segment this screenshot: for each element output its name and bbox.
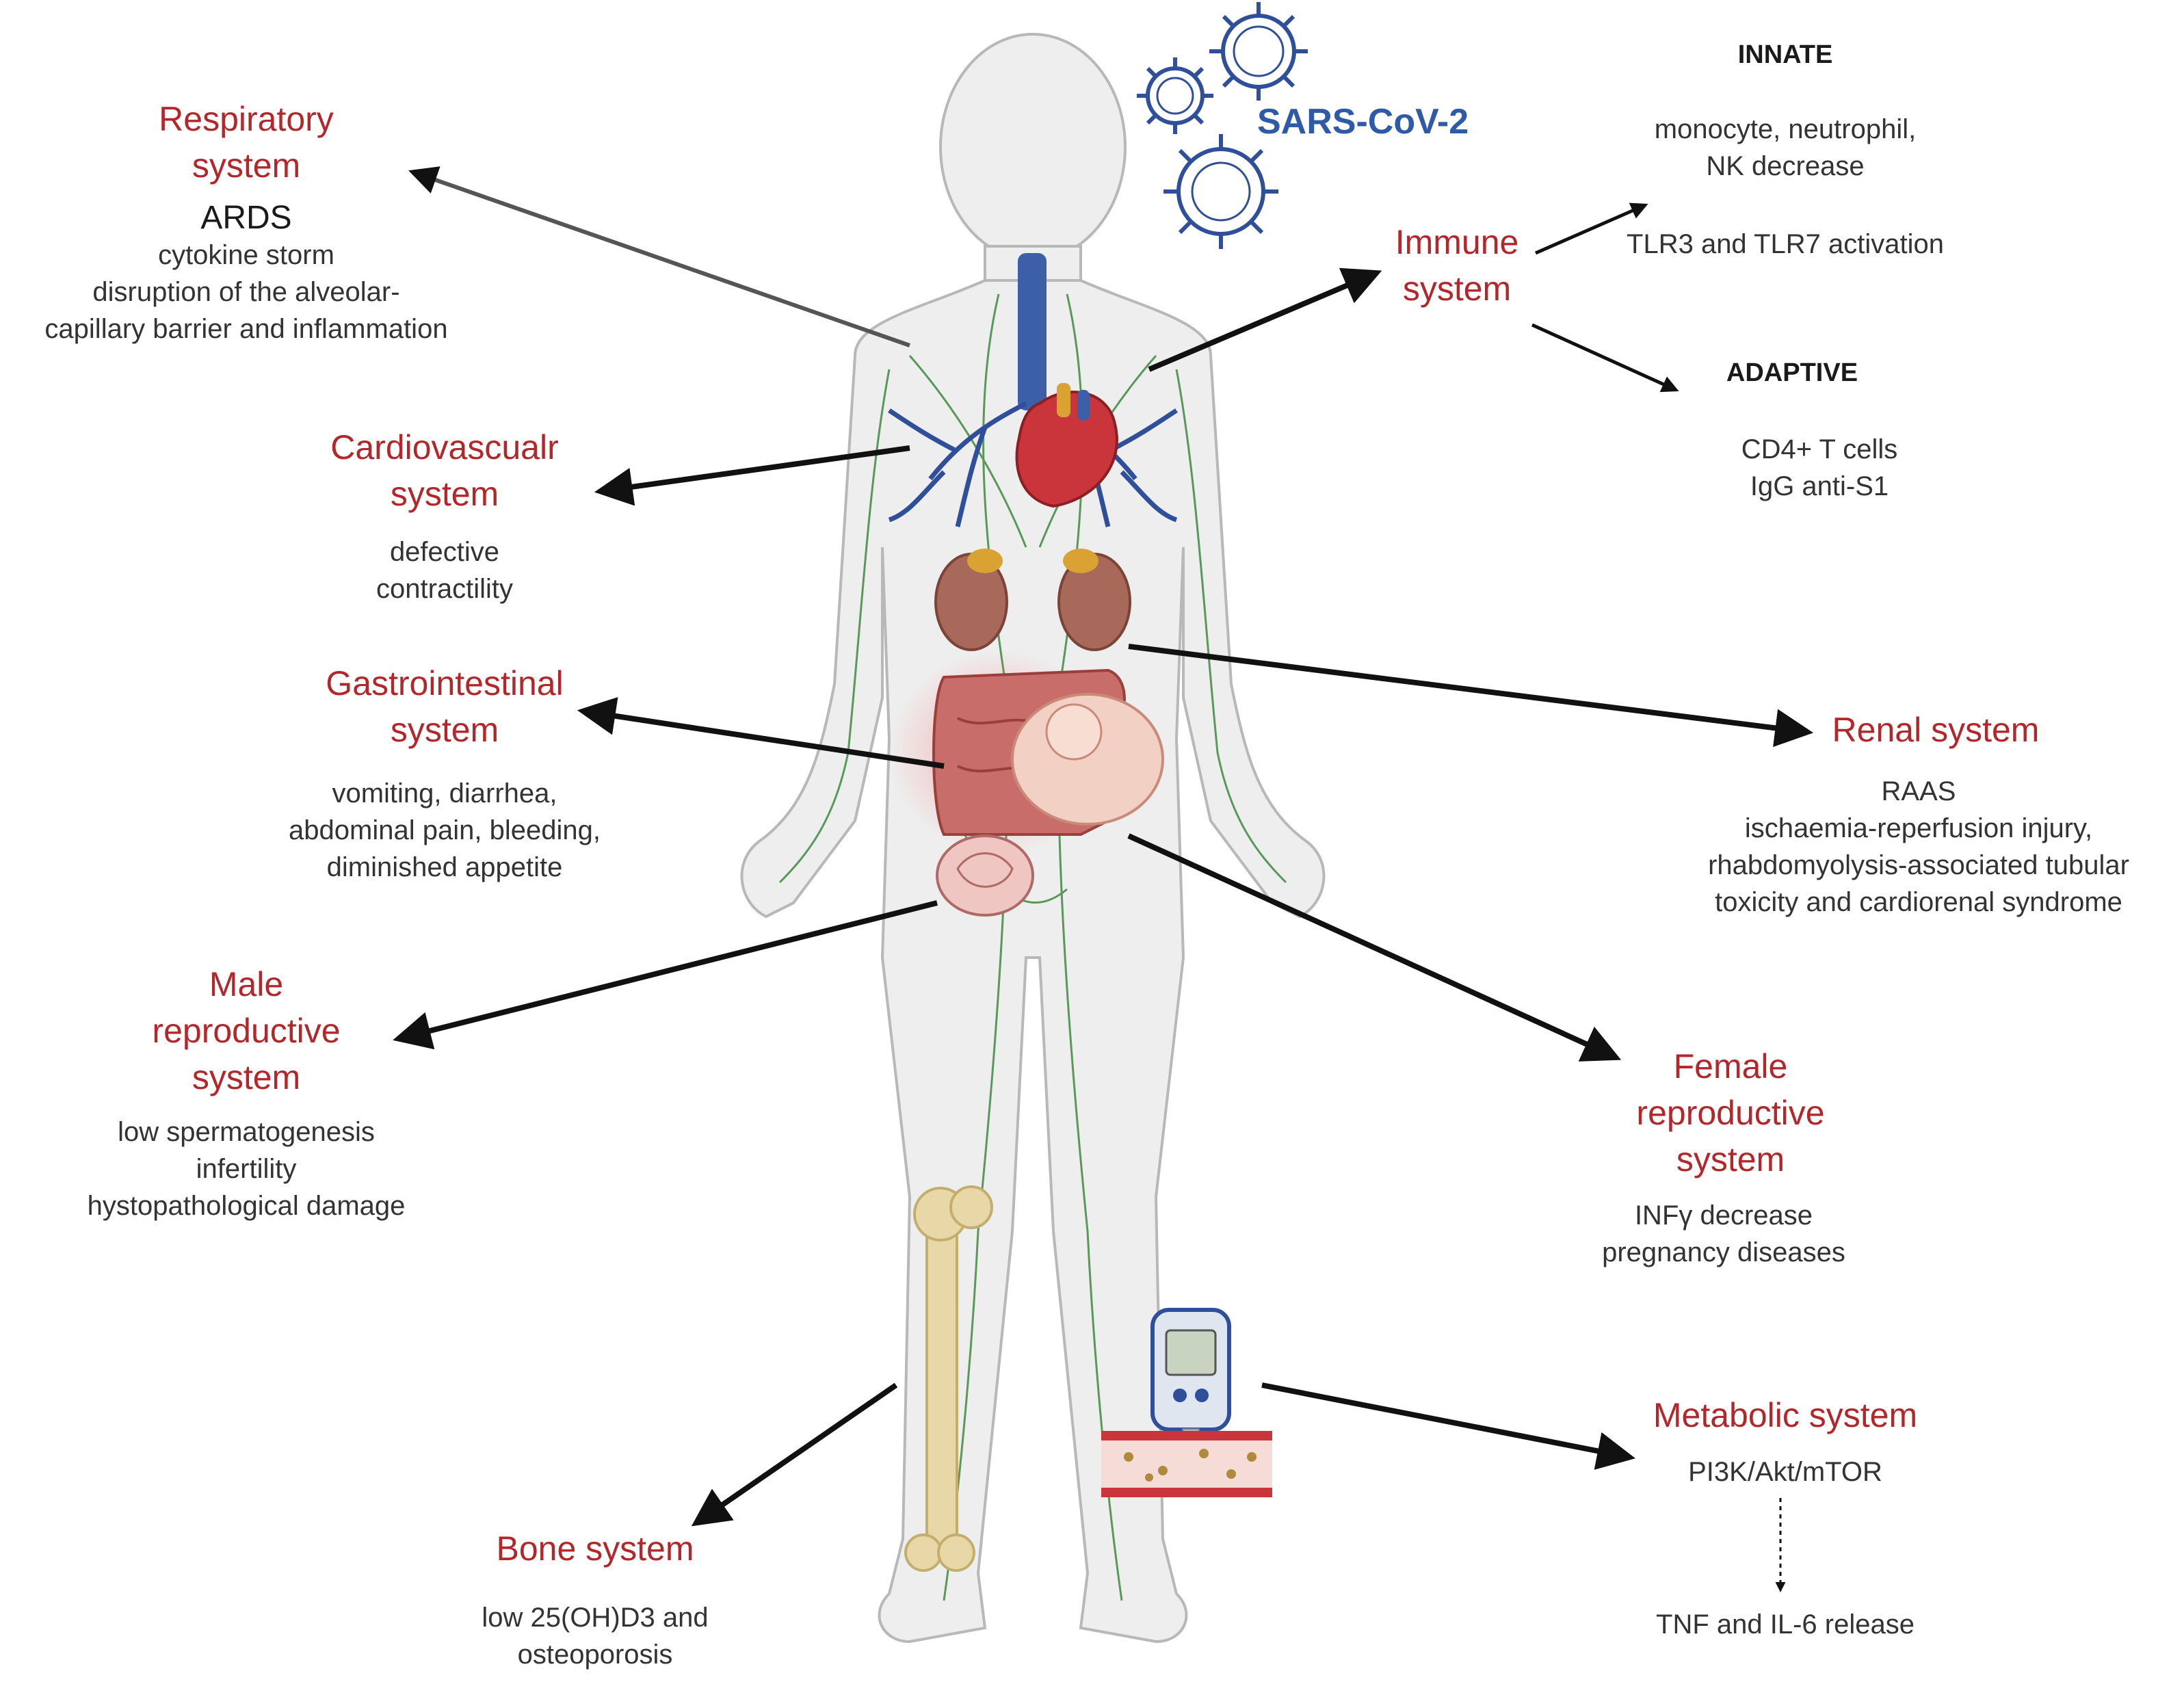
gastrointestinal-line: diminished appetite	[326, 852, 563, 882]
respiratory-line: capillary barrier and inflammation	[44, 314, 448, 344]
renal-line: ischaemia-reperfusion injury,	[1744, 813, 2093, 843]
respiratory-title-line: Respiratory	[159, 100, 334, 138]
virus-icon	[1137, 2, 1308, 249]
female-title-line: system	[1676, 1140, 1785, 1179]
arrows	[393, 166, 1814, 1592]
male-line: hystopathological damage	[87, 1191, 406, 1221]
renal-line: toxicity and cardiorenal syndrome	[1715, 887, 2122, 917]
arrow-immune	[1148, 267, 1382, 372]
glucometer-icon	[1150, 1308, 1231, 1458]
cardiovascular-line: contractility	[376, 574, 514, 604]
arrow-bone	[691, 1382, 898, 1527]
female-title-line: Female	[1673, 1047, 1788, 1086]
renal-title-line: Renal system	[1832, 711, 2040, 749]
male-title-line: system	[192, 1058, 301, 1096]
respiratory-line: ARDS	[200, 200, 292, 236]
male-title-line: reproductive	[152, 1012, 341, 1050]
respiratory-line: cytokine storm	[158, 240, 334, 270]
arrow-metabolic	[1261, 1382, 1635, 1470]
arrow-male	[393, 900, 938, 1050]
blood-vessel-icon	[1101, 1431, 1272, 1497]
gastrointestinal-title: Gastrointestinal system	[274, 660, 616, 753]
adaptive-line: CD4+ T cells	[1741, 434, 1898, 464]
bone-text: low 25(OH)D3 and osteoporosis	[424, 1599, 766, 1673]
cardiovascular-title: Cardiovascualr system	[287, 424, 602, 517]
adaptive-heading: ADAPTIVE	[1726, 358, 1858, 387]
male-line: infertility	[196, 1154, 297, 1184]
kidney-icon	[934, 549, 1131, 651]
adaptive-text: CD4+ T cells IgG anti-S1	[1683, 431, 1956, 505]
respiratory-title-line: system	[192, 146, 301, 185]
gastrointestinal-text: vomiting, diarrhea, abdominal pain, blee…	[233, 775, 657, 886]
male-line: low spermatogenesis	[118, 1117, 375, 1147]
female-title: Female reproductive system	[1607, 1043, 1854, 1183]
respiratory-text: ARDS cytokine storm disruption of the al…	[0, 200, 492, 347]
arrow-renal	[1128, 644, 1814, 748]
arrow-gastrointestinal	[577, 697, 945, 769]
female-text: INFγ decrease pregnancy diseases	[1546, 1197, 1902, 1271]
innate-heading: INNATE	[1737, 40, 1833, 69]
tlr-text: TLR3 and TLR7 activation	[1627, 229, 1944, 259]
fetus-icon	[1011, 693, 1164, 826]
innate-text: monocyte, neutrophil, NK decrease	[1594, 111, 1977, 185]
arrow-female	[1127, 833, 1622, 1062]
bone-line: low 25(OH)D3 and	[482, 1603, 709, 1633]
arrow-adaptive	[1531, 323, 1679, 393]
cardiovascular-line: defective	[389, 537, 500, 567]
metabolic-release: TNF and IL-6 release	[1656, 1609, 1915, 1640]
arrow-cardiovascular	[594, 445, 910, 506]
male-text: low spermatogenesis infertility hystopat…	[27, 1114, 465, 1224]
innate-line: NK decrease	[1706, 151, 1865, 181]
metabolic-title-line: Metabolic system	[1653, 1396, 1918, 1434]
female-line: INFγ decrease	[1634, 1200, 1813, 1231]
immune-title: Immune system	[1341, 219, 1573, 312]
heart-icon	[1015, 383, 1118, 508]
gastrointestinal-title-line: Gastrointestinal	[326, 664, 564, 702]
renal-title: Renal system	[1778, 707, 2093, 753]
renal-line: rhabdomyolysis-associated tubular	[1708, 850, 2129, 880]
cardiovascular-title-line: Cardiovascualr	[330, 428, 559, 466]
metabolic-pathway: PI3K/Akt/mTOR	[1688, 1457, 1882, 1487]
male-title-line: Male	[209, 965, 284, 1003]
gastrointestinal-line: abdominal pain, bleeding,	[289, 815, 601, 845]
gastrointestinal-title-line: system	[390, 711, 499, 749]
innate-line: monocyte, neutrophil,	[1654, 114, 1917, 144]
immune-title-line: system	[1402, 269, 1512, 308]
renal-text: RAAS ischaemia-reperfusion injury, rhabd…	[1655, 773, 2182, 921]
bone-title: Bone system	[438, 1525, 752, 1572]
gastrointestinal-line: vomiting, diarrhea,	[332, 778, 557, 808]
bone-line: osteoporosis	[517, 1640, 673, 1670]
cardiovascular-title-line: system	[390, 475, 499, 513]
bone-title-line: Bone system	[496, 1529, 694, 1568]
renal-line: RAAS	[1881, 776, 1956, 806]
testis-icon	[936, 834, 1034, 917]
arrow-innate	[1534, 202, 1648, 255]
adaptive-line: IgG anti-S1	[1750, 471, 1889, 501]
male-title: Male reproductive system	[123, 961, 369, 1101]
metabolic-title: Metabolic system	[1607, 1392, 1963, 1438]
human-body-illustration	[740, 33, 1326, 1644]
virus-label: SARS-CoV-2	[1257, 102, 1469, 142]
female-title-line: reproductive	[1636, 1094, 1825, 1132]
respiratory-line: disruption of the alveolar-	[92, 277, 400, 307]
immune-title-line: Immune	[1395, 223, 1519, 261]
femur-bone-icon	[904, 1185, 993, 1572]
arrow-respiratory	[408, 166, 910, 347]
female-line: pregnancy diseases	[1602, 1237, 1845, 1267]
cardiovascular-text: defective contractility	[321, 534, 568, 607]
respiratory-title: Respiratory system	[103, 96, 390, 189]
